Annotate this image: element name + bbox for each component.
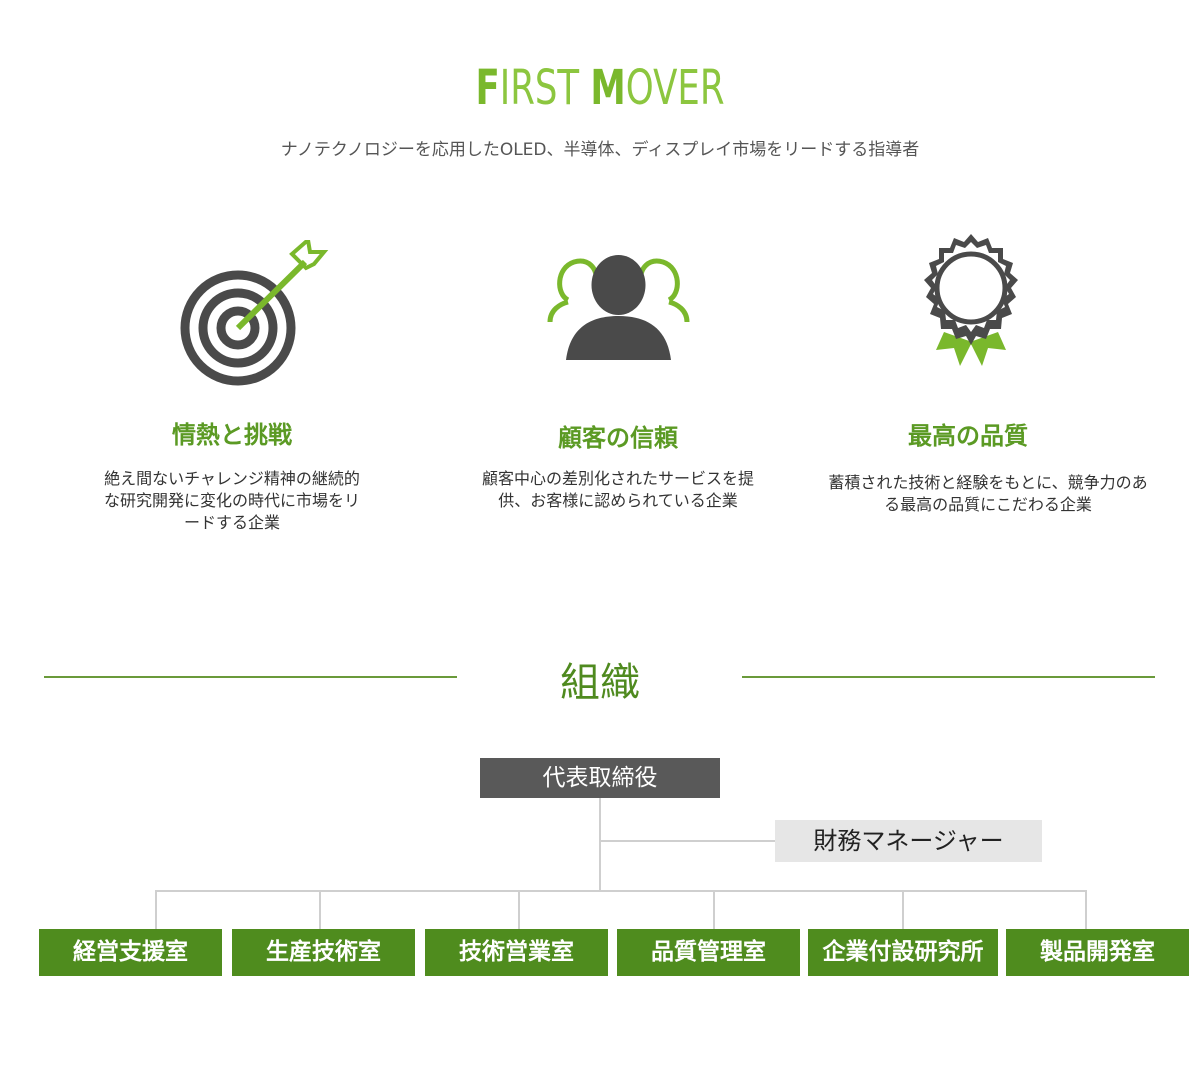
department-box: 企業付設研究所 [808, 929, 998, 976]
target-arrow-icon [180, 236, 330, 390]
title-letter-m: M [590, 60, 626, 116]
connector-dept-0 [155, 890, 157, 929]
title-irst: IRST [499, 60, 580, 116]
feature-title: 最高の品質 [908, 422, 1028, 450]
feature-description: 顧客中心の差別化されたサービスを提供、お客様に認められている企業 [481, 469, 754, 510]
feature-trust: 顧客の信頼 顧客中心の差別化されたサービスを提供、お客様に認められている企業 [458, 230, 778, 550]
connector-dept-4 [902, 890, 904, 929]
connector-dept-1 [319, 890, 321, 929]
connector-dept-3 [713, 890, 715, 929]
section-title: 組織 [560, 660, 640, 706]
feature-title: 情熱と挑戦 [172, 421, 292, 449]
ceo-box: 代表取締役 [480, 758, 720, 798]
connector-departments [155, 890, 1087, 892]
feature-passion: 情熱と挑戦 絶え間ないチャレンジ精神の継続的な研究開発に変化の時代に市場をリード… [72, 230, 392, 550]
customers-group-icon [546, 248, 691, 363]
connector-dept-2 [518, 890, 520, 929]
feature-description: 蓄積された技術と経験をもとに、競争力のある最高の品質にこだわる企業 [828, 473, 1148, 514]
finance-manager-box: 財務マネージャー [775, 820, 1042, 862]
page-subtitle: ナノテクノロジーを応用したOLED、半導体、ディスプレイ市場をリードする指導者 [280, 140, 920, 160]
department-box: 技術営業室 [425, 929, 608, 976]
department-box: 経営支援室 [39, 929, 222, 976]
title-letter-f: F [475, 60, 500, 116]
connector-ceo-vertical [599, 798, 601, 891]
department-box: 生産技術室 [232, 929, 415, 976]
section-divider-left [44, 676, 457, 678]
brand-title: FIRST MOVER [156, 60, 1044, 116]
section-divider-right [742, 676, 1155, 678]
award-medal-icon [906, 232, 1036, 382]
connector-dept-5 [1085, 890, 1087, 929]
connector-manager [600, 840, 775, 842]
title-over: OVER [625, 60, 725, 116]
feature-quality: 最高の品質 蓄積された技術と経験をもとに、競争力のある最高の品質にこだわる企業 [828, 230, 1148, 550]
feature-title: 顧客の信頼 [558, 424, 678, 452]
department-box: 製品開発室 [1006, 929, 1189, 976]
feature-description: 絶え間ないチャレンジ精神の継続的な研究開発に変化の時代に市場をリードする企業 [103, 469, 360, 532]
department-box: 品質管理室 [617, 929, 800, 976]
